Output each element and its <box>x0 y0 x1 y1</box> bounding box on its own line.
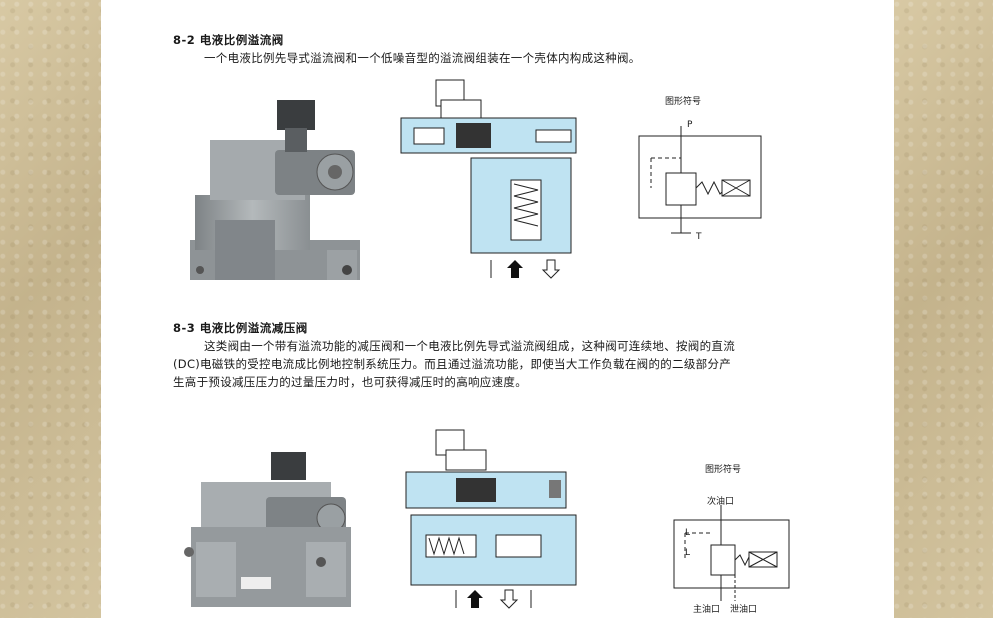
reducing-relief-valve-photo <box>184 452 351 607</box>
section-8-2-description: 一个电液比例先导式溢流阀和一个低噪音型的溢流阀组装在一个壳体内构成这种阀。 <box>204 51 641 65</box>
section-8-3-symbol-caption: 图形符号 <box>705 465 742 475</box>
right-textured-margin <box>894 0 993 618</box>
label-l-top: L <box>685 528 691 538</box>
port-main-label: 主油口 <box>693 605 721 615</box>
section-8-2-heading: 8-2 电液比例溢流阀 <box>173 33 284 47</box>
proportional-relief-valve-photo <box>190 100 360 280</box>
reducing-relief-valve-graphic-symbol <box>673 505 790 601</box>
relief-valve-section-drawing <box>400 79 577 279</box>
reducing-relief-valve-section-drawing <box>405 429 577 609</box>
section-8-3-heading: 8-3 电液比例溢流减压阀 <box>173 321 308 335</box>
port-drain-label: 泄油口 <box>730 605 758 615</box>
label-l-side: L <box>685 548 691 558</box>
section-8-3-paragraph-line1: 这类阀由一个带有溢流功能的减压阀和一个电液比例先导式溢流阀组成，这种阀可连续地、… <box>204 339 735 353</box>
port-p-label: P <box>687 120 693 130</box>
port-t-label: T <box>696 232 702 242</box>
relief-valve-graphic-symbol <box>638 126 762 234</box>
section-8-3-paragraph-line3: 生高于预设减压压力的过量压力时，也可获得减压时的高响应速度。 <box>173 375 527 389</box>
port-secondary-label: 次油口 <box>707 497 735 507</box>
section-8-2-symbol-caption: 图形符号 <box>665 97 702 107</box>
left-textured-margin <box>0 0 101 618</box>
document-page: 8-2 电液比例溢流阀 一个电液比例先导式溢流阀和一个低噪音型的溢流阀组装在一个… <box>101 0 894 618</box>
section-8-3-paragraph-line2: (DC)电磁铁的受控电流成比例地控制系统压力。而且通过溢流功能，即使当大工作负载… <box>173 357 732 371</box>
